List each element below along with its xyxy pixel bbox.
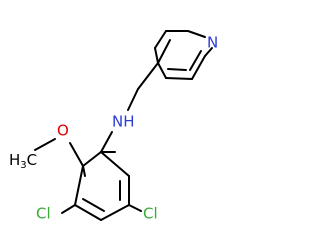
- pyridine-ring: [154, 30, 213, 80]
- amine-label: NH: [112, 113, 135, 131]
- bond: [165, 77, 193, 80]
- bond: [137, 62, 159, 90]
- benzene-ring: [74, 151, 130, 221]
- bond: [157, 39, 171, 64]
- bond: [154, 30, 167, 49]
- bond: [100, 151, 130, 177]
- bond: [187, 30, 206, 38]
- bond: [74, 204, 102, 221]
- bond: [74, 165, 84, 206]
- bond: [82, 198, 105, 212]
- bond: [154, 47, 159, 64]
- methyl-label: H3C: [9, 151, 37, 172]
- bond: [204, 47, 213, 57]
- bond: [191, 55, 206, 80]
- bond: [34, 138, 56, 151]
- bond: [61, 204, 76, 214]
- bond: [69, 142, 84, 167]
- chlorine-left-label: Cl: [36, 205, 51, 223]
- bond: [128, 204, 142, 212]
- bond: [167, 68, 187, 71]
- bond: [127, 88, 139, 111]
- methyl-h: H: [9, 151, 20, 169]
- methyl-c: C: [27, 151, 37, 169]
- chlorine-right-label: Cl: [143, 205, 158, 223]
- bond: [100, 204, 130, 221]
- bond: [189, 50, 202, 71]
- bond: [157, 62, 167, 79]
- oxygen-label: O: [57, 122, 69, 140]
- bond: [82, 165, 86, 177]
- methyl-subscript: 3: [20, 160, 26, 171]
- pyridine-nitrogen-label: N: [207, 34, 218, 52]
- chemical-structure: N NH O H3C Cl Cl: [9, 30, 218, 223]
- bond: [100, 131, 113, 153]
- bond: [82, 151, 102, 167]
